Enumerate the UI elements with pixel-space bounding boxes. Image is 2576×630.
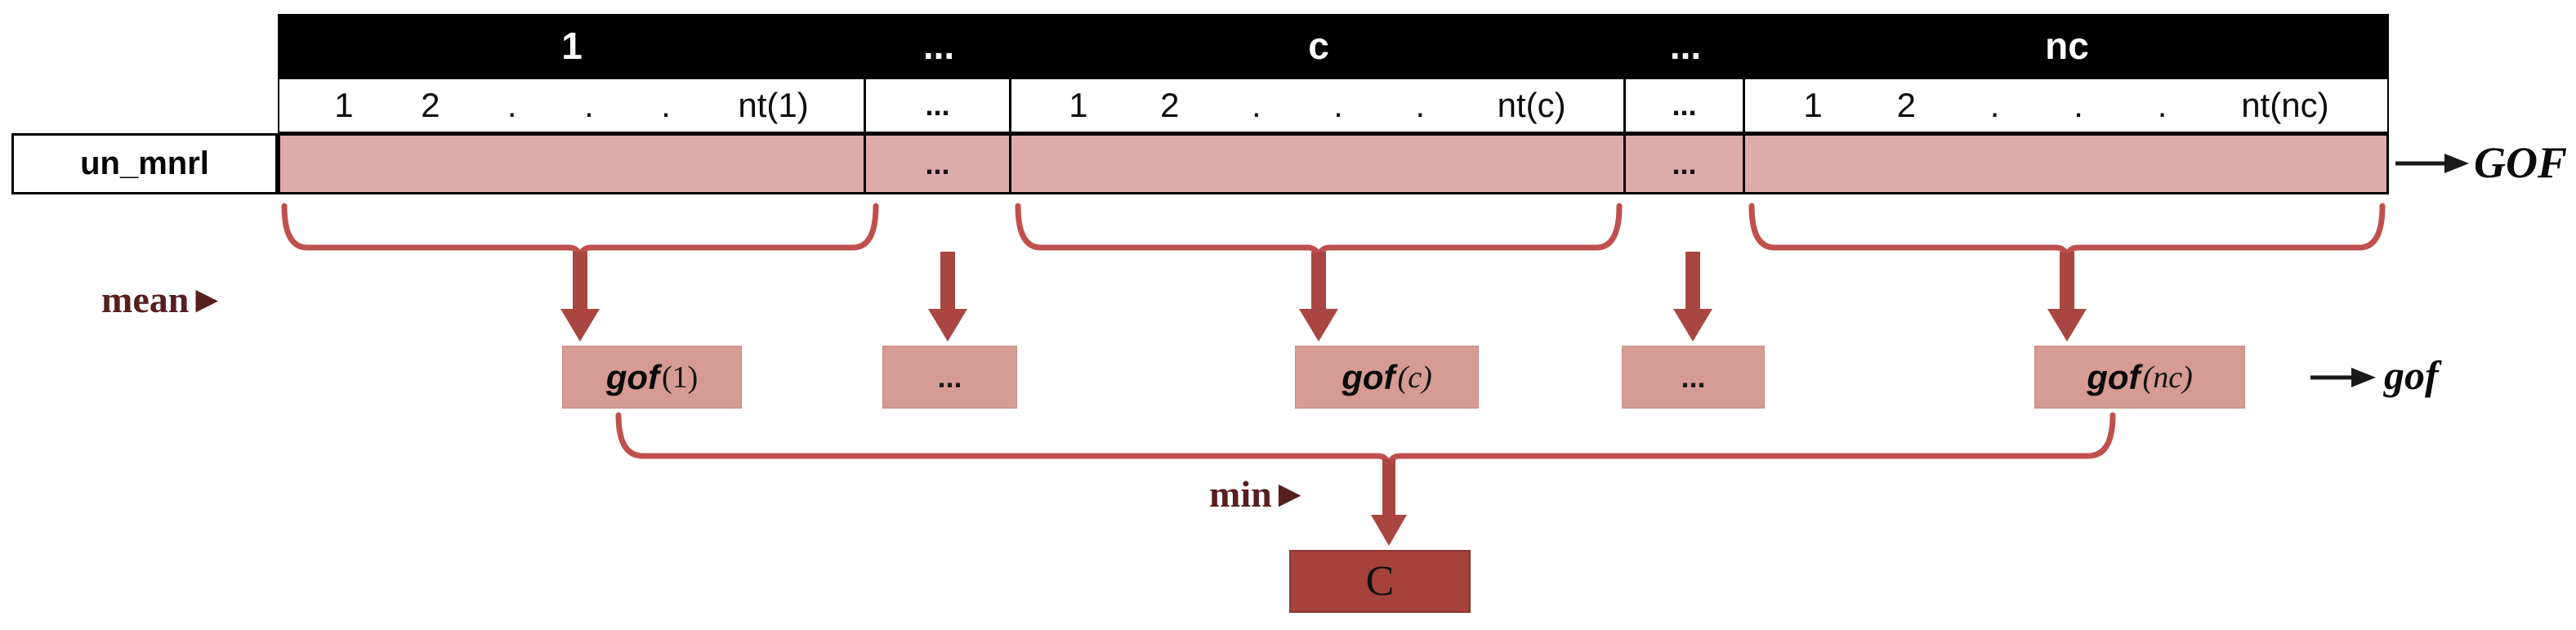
gof-lower-output-label: gof [2384,352,2439,398]
result-label: C [1365,558,1395,605]
header-label: ... [1669,25,1702,67]
mean-operator-label: mean ▶ [101,279,219,320]
triangle-right-icon: ▶ [1278,477,1301,511]
data-cell-dots-2: ... [1626,136,1745,192]
brace-group-c [1015,203,1623,261]
triangle-right-icon: ▶ [195,283,219,316]
row-label-text: un_mnrl [80,145,209,181]
data-cell-group-c [1011,136,1626,192]
brace-group-nc [1748,203,2386,261]
gof-upper-output-label: GOF [2474,138,2568,187]
subheader-cell-dots-2: ... [1626,79,1745,132]
bracket-gof-row [615,412,2116,470]
header-label: c [1308,25,1329,67]
mean-arrow-dots-2-icon [1673,252,1712,342]
subheader-cell-dots-1: ... [866,79,1011,132]
min-operator-label: min ▶ [1209,473,1301,515]
mean-arrow-group-nc-icon [2047,252,2087,342]
header-cell-group-nc: nc [1745,14,2389,78]
gof-upper-arrow-icon [2444,154,2469,173]
header-label: nc [2045,25,2089,67]
mean-arrow-dots-1-icon [928,252,967,342]
data-cell-group-1 [280,136,866,192]
header-label: 1 [561,25,583,67]
header-cell-dots-1: ... [866,14,1011,78]
gof-box-c: gof (c) [1295,346,1479,409]
data-cell-group-nc [1745,136,2386,192]
header-label: ... [922,25,955,67]
mean-arrow-group-c-icon [1299,252,1338,342]
row-label-un-mnrl: un_mnrl [11,133,278,194]
gof-lower-arrow-icon [2351,368,2376,387]
header-cell-dots-2: ... [1626,14,1745,78]
min-arrow-icon [1371,459,1407,546]
brace-group-1 [281,203,879,261]
table-data-row: ... ... [278,133,2389,194]
result-box-c: C [1289,550,1471,613]
header-cell-group-c: c [1011,14,1626,78]
header-cell-group-1: 1 [278,14,866,78]
gof-box-nc: gof (nc) [2034,346,2245,409]
data-cell-dots-1: ... [866,136,1011,192]
gof-box-dots-1: ... [882,346,1017,409]
mean-arrow-group-1-icon [560,252,600,342]
gof-box-1: gof (1) [562,346,742,409]
gof-box-dots-2: ... [1622,346,1765,409]
table-header-row: 1 ... c ... nc [278,14,2389,78]
